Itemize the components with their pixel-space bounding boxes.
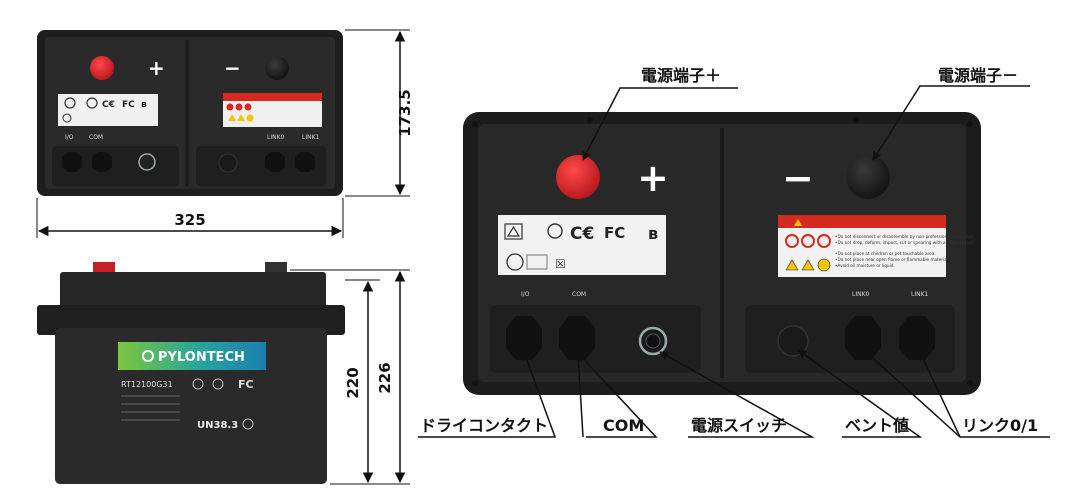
fc-mark: FC — [604, 224, 625, 242]
link1-port — [899, 316, 935, 360]
recycle-triangle-icon — [547, 223, 563, 239]
com-port — [559, 316, 595, 360]
warning-line-4: •Do not place near open flame or flammab… — [835, 257, 949, 262]
side-plus-terminal — [93, 262, 115, 274]
callout-vent: ベント値 — [845, 416, 909, 435]
vent-valve — [777, 325, 809, 357]
detail-port-com: COM — [572, 291, 586, 298]
bluetooth-icon: ʙ — [648, 224, 658, 243]
detail-cert-label — [498, 215, 666, 275]
top-port-link1: LINK1 — [302, 134, 320, 141]
top-port-io: I/O — [65, 134, 74, 141]
bin-icon: ☒ — [555, 257, 566, 271]
top-minus-terminal — [265, 56, 289, 80]
top-plus-terminal — [90, 56, 114, 80]
callout-power-minus: 電源端子－ — [938, 66, 1018, 85]
top-minus-sign: − — [224, 56, 241, 80]
top-port-link0: LINK0 — [267, 134, 285, 141]
side-model: RT12100G31 — [121, 380, 173, 389]
ul-mark-icon — [506, 253, 524, 271]
callouts — [418, 85, 1050, 438]
side-brand: PYLONTECH — [158, 350, 245, 365]
warning-line-1: •Do not disconnect or disassemble by non… — [835, 234, 974, 239]
detail-port-link0: LINK0 — [852, 291, 870, 298]
callout-power-switch: 電源スイッチ — [691, 416, 787, 435]
ce-mark: C€ — [570, 224, 594, 244]
warning-line-5: •Avoid oil moisture or liquid. — [835, 263, 895, 268]
svg-text:ʙ: ʙ — [141, 100, 147, 110]
detail-port-link1: LINK1 — [911, 291, 929, 298]
top-plus-sign: + — [148, 56, 165, 80]
dim-height-top: 173.5 — [396, 89, 414, 136]
side-un-mark: UN38.3 — [197, 420, 238, 431]
dim-width: 325 — [174, 211, 205, 229]
side-minus-terminal — [265, 262, 287, 274]
dim-height-220: 220 — [344, 367, 362, 398]
svg-text:C€: C€ — [102, 100, 115, 110]
callout-dry-contact: ドライコンタクト — [420, 416, 548, 435]
callout-link: リンク0/1 — [962, 416, 1038, 435]
top-cert-label — [58, 94, 158, 126]
dim-height-226: 226 — [376, 362, 394, 393]
triangle-icon — [504, 223, 523, 240]
top-view: + − C€ FC ʙ I/O COM LINK0 LINK1 — [37, 30, 343, 196]
detail-plus-terminal — [556, 155, 600, 199]
side-view: PYLONTECH RT12100G31 FC UN38.3 — [37, 262, 345, 484]
detail-minus-sign: − — [782, 156, 814, 200]
side-view-dimensions: 220 226 — [290, 269, 410, 485]
warning-line-2: •Do not drop, deform, impact, cut or spe… — [835, 240, 974, 245]
warning-line-3: •Do not place at children or pet touchab… — [835, 251, 936, 256]
top-view-dimensions: 173.5 325 — [36, 29, 414, 238]
detail-port-io: I/O — [521, 291, 530, 298]
callout-labels: 電源端子＋ 電源端子－ ドライコンタクト COM 電源スイッチ ベント値 リンク… — [420, 66, 1038, 435]
side-fc-mark: FC — [238, 378, 254, 391]
callout-power-plus: 電源端子＋ — [641, 66, 721, 85]
detail-view: + − C€ FC ʙ ☒ •Do not disconnect or disa… — [463, 112, 981, 395]
dry-contact-port — [506, 316, 542, 360]
callout-com: COM — [603, 416, 644, 435]
top-port-com: COM — [89, 134, 103, 141]
svg-text:FC: FC — [122, 100, 135, 110]
link0-port — [845, 316, 881, 360]
detail-minus-terminal — [846, 155, 890, 199]
detail-plus-sign: + — [637, 156, 669, 200]
